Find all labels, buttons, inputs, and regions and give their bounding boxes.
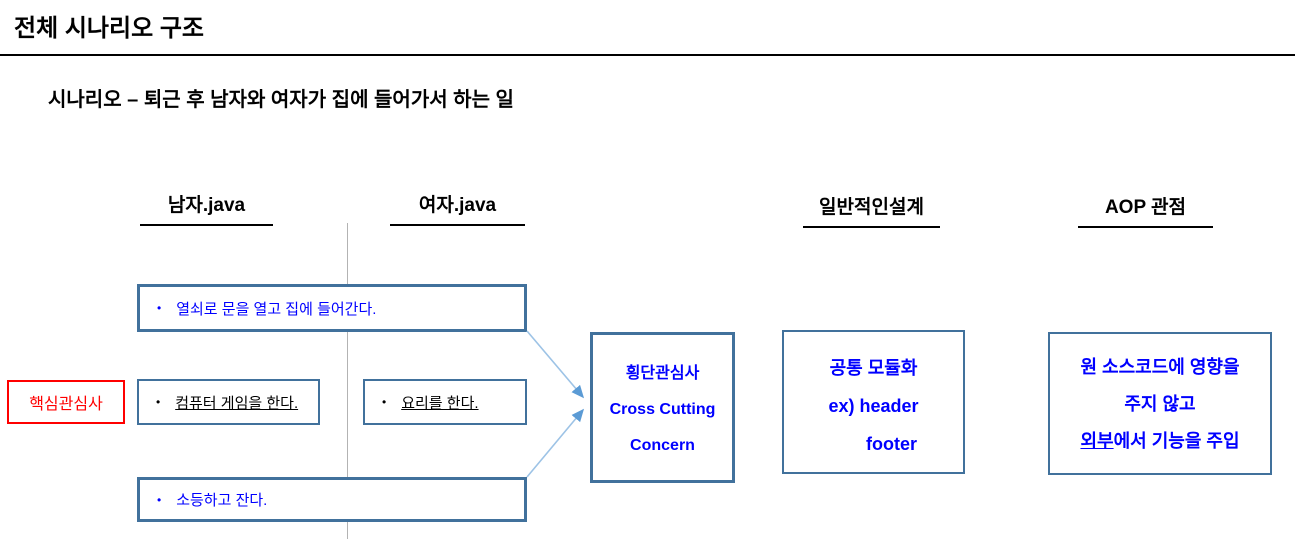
- aop-viewpoint-box: 원 소스코드에 영향을 주지 않고 외부에서 기능을 주입: [1048, 332, 1272, 475]
- cross-cutting-line3: Concern: [630, 437, 695, 454]
- task-computer-game-text: 컴퓨터 게임을 한다.: [175, 394, 299, 412]
- scenario-subtitle: 시나리오 – 퇴근 후 남자와 여자가 집에 들어가서 하는 일: [48, 89, 514, 111]
- arrow-enter-to-crosscutting: [526, 330, 585, 399]
- common-module-line2: ex) header: [828, 396, 919, 416]
- aop-line3-underlined: 외부: [1080, 431, 1114, 451]
- column-header-man-java: 남자.java: [140, 190, 273, 226]
- bullet-icon: •: [156, 395, 161, 409]
- task-box-lights-off-sleep: • 소등하고 잔다.: [137, 477, 527, 522]
- task-enter-home-text: 열쇠로 문을 열고 집에 들어간다.: [176, 300, 377, 318]
- column-divider-line: [347, 223, 348, 539]
- bullet-icon: •: [157, 301, 162, 315]
- task-cooking-text: 요리를 한다.: [401, 394, 479, 412]
- column-header-general-design: 일반적인설계: [803, 192, 940, 228]
- column-header-woman-java: 여자.java: [390, 190, 525, 226]
- bullet-icon: •: [157, 492, 162, 507]
- arrow-sleep-to-crosscutting: [526, 408, 585, 478]
- common-module-line3: footer: [866, 434, 917, 454]
- aop-line3-rest: 에서 기능을 주입: [1113, 431, 1240, 451]
- task-box-cooking: • 요리를 한다.: [363, 379, 527, 425]
- bullet-icon: •: [382, 395, 387, 409]
- common-module-box: 공통 모듈화 ex) header footer: [782, 330, 965, 474]
- task-lights-off-sleep-text: 소등하고 잔다.: [176, 492, 268, 509]
- aop-line3: 외부에서 기능을 주입: [1050, 423, 1270, 460]
- task-box-enter-home: • 열쇠로 문을 열고 집에 들어간다.: [137, 284, 527, 332]
- column-header-aop-view: AOP 관점: [1078, 192, 1213, 228]
- aop-line1: 원 소스코드에 영향을: [1080, 357, 1240, 377]
- core-concern-label-box: 핵심관심사: [7, 380, 125, 424]
- common-module-line1: 공통 모듈화: [829, 358, 918, 378]
- aop-line2: 주지 않고: [1124, 394, 1196, 414]
- task-box-computer-game: • 컴퓨터 게임을 한다.: [137, 379, 320, 425]
- cross-cutting-line1: 횡단관심사: [625, 365, 700, 382]
- title-divider-line: [0, 54, 1295, 56]
- core-concern-label: 핵심관심사: [29, 396, 103, 413]
- cross-cutting-line2: Cross Cutting: [609, 401, 716, 418]
- page-title: 전체 시나리오 구조: [14, 15, 204, 42]
- cross-cutting-concern-box: 횡단관심사 Cross Cutting Concern: [590, 332, 735, 483]
